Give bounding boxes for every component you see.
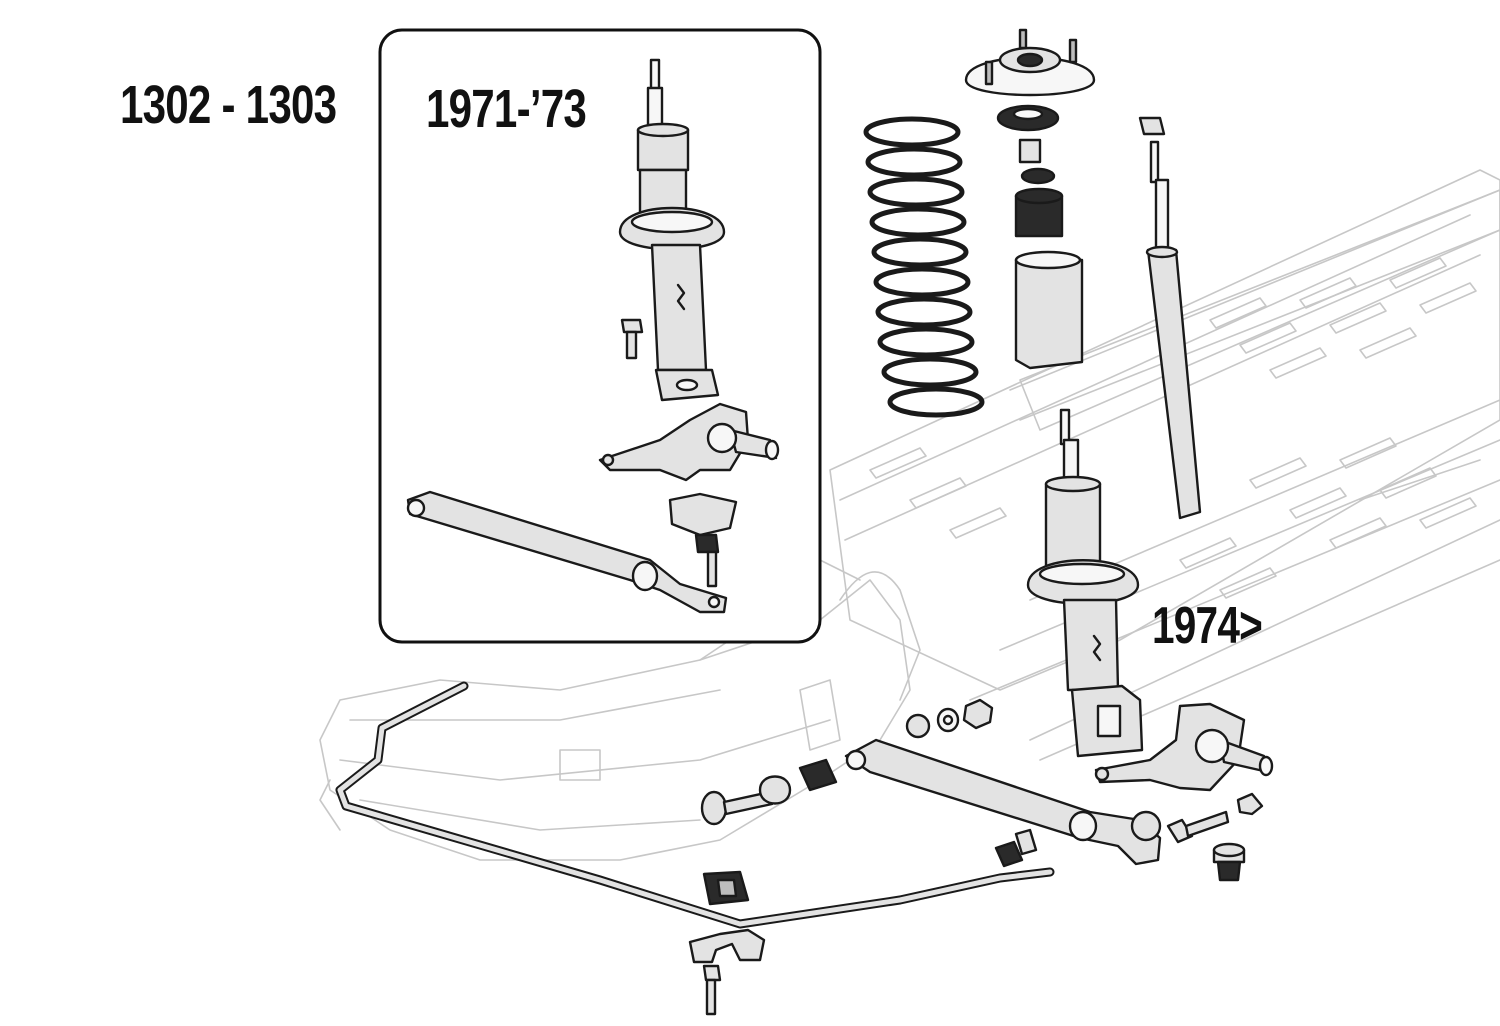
early-control-arm-icon [406,490,728,614]
sway-bar-icon [335,681,1055,929]
early-years-label: 1971-’73 [426,79,587,139]
sway-bar-bushing-icon [702,870,750,906]
late-years-label: 1974> [1152,597,1263,655]
rear-bolt-icon [1166,792,1264,844]
shock-cartridge-icon [1138,116,1202,520]
arm-hardware-icon [905,698,994,739]
bump-stop-stack-icon [1014,138,1084,370]
late-ball-joint-icon [1212,842,1246,882]
strut-mount-icon [964,28,1096,97]
end-link-bushing-icon [994,828,1038,868]
pivot-bolt-icon [700,758,838,826]
late-knuckle-icon [1094,702,1274,792]
early-ball-joint-icon [668,492,738,588]
model-range-label: 1302 - 1303 [120,75,337,135]
early-bolt-icon [620,318,644,360]
late-control-arm-icon [844,738,1162,866]
sway-bar-clamp-icon [688,928,766,1016]
coil-spring-icon [863,116,985,418]
floor-ribs [869,257,1477,599]
late-strut-icon [1026,408,1144,758]
spring-seat-icon [996,104,1060,132]
early-knuckle-icon [598,402,780,482]
inset-frame [378,28,822,644]
early-strut-icon [618,58,726,402]
